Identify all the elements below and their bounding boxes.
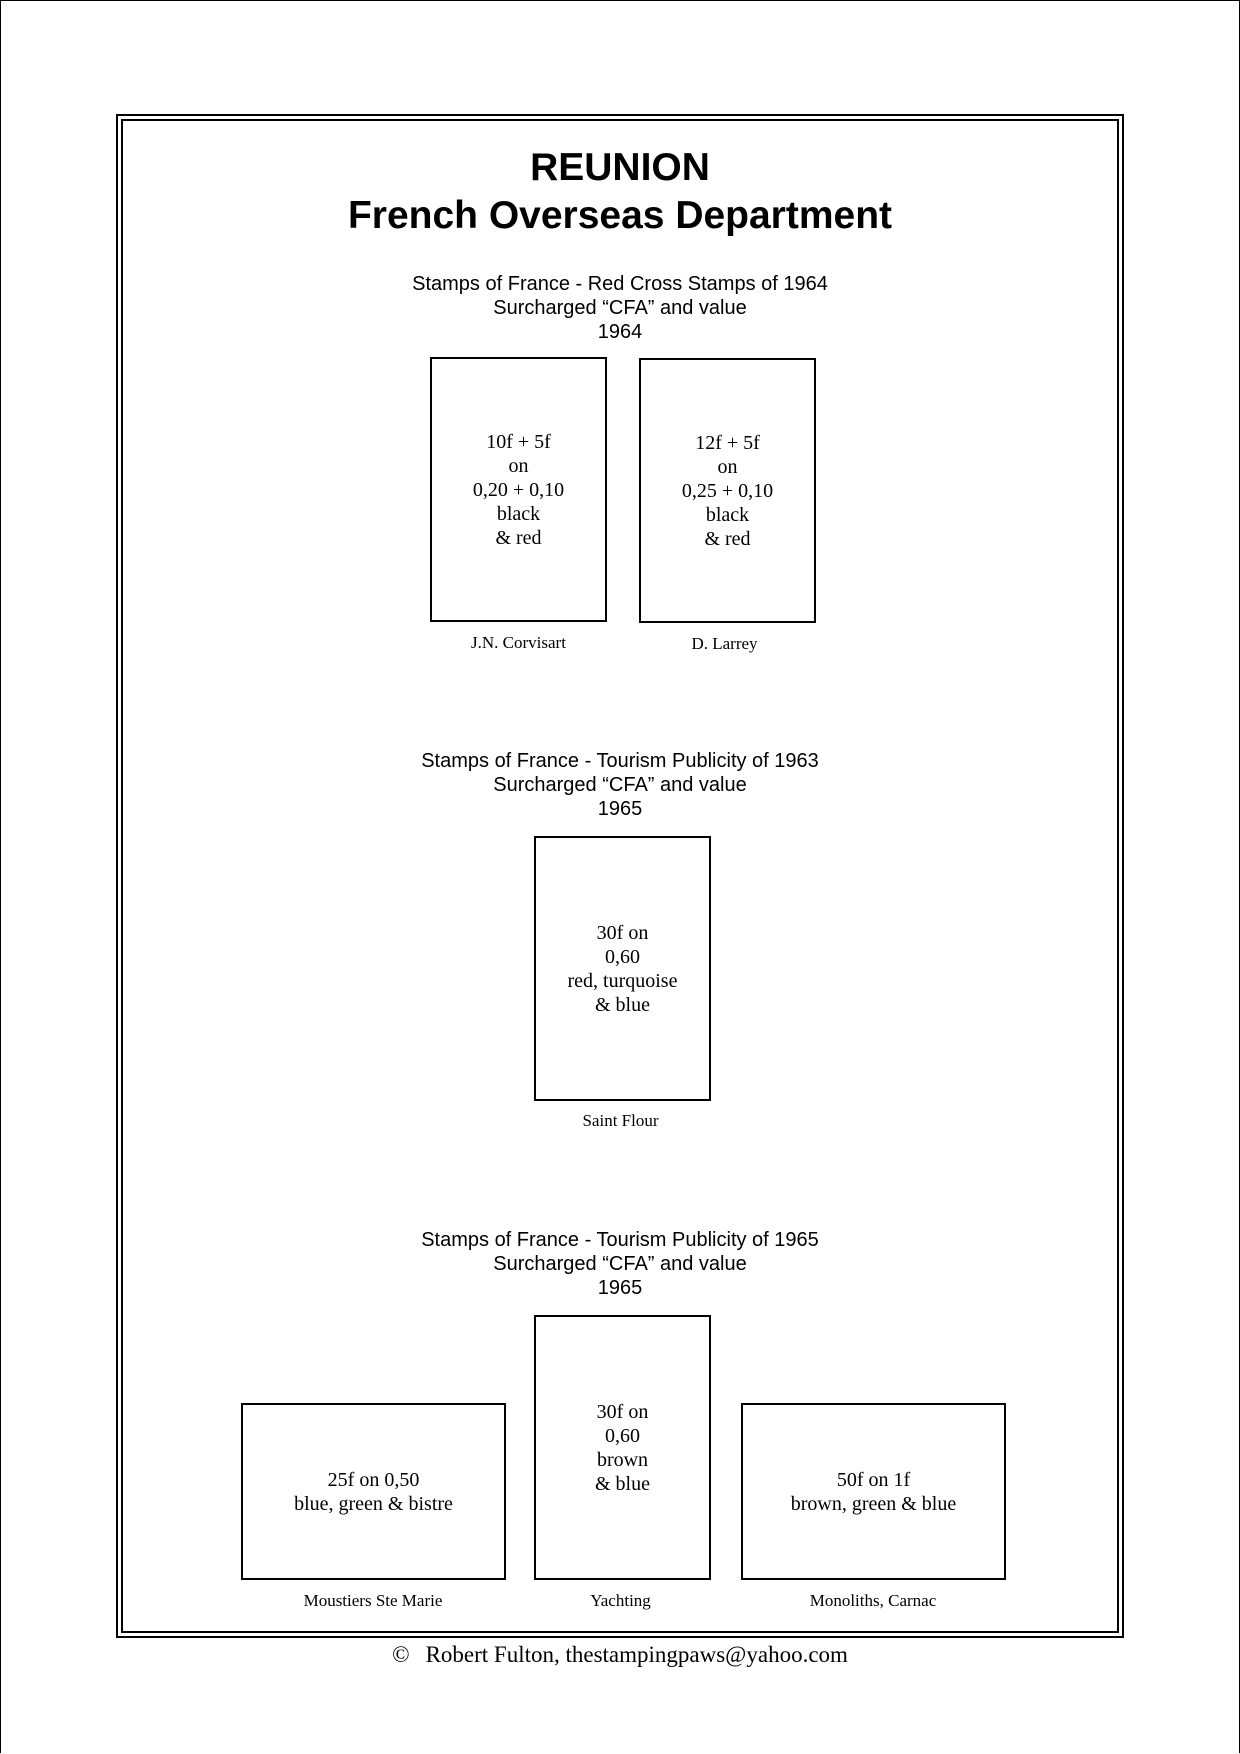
section-heading: Stamps of France - Tourism Publicity of … [421,1229,819,1251]
section-surcharge-note: Surcharged “CFA” and value [493,297,747,319]
stamp-description: 25f on 0,50 blue, green & bistre [294,1468,453,1515]
section-heading: Stamps of France - Red Cross Stamps of 1… [412,273,828,295]
stamp-space: 30f on 0,60 brown & blue [534,1315,711,1580]
stamp-space: 50f on 1f brown, green & blue [741,1403,1006,1580]
copyright-footer: © Robert Fulton, thestampingpaws@yahoo.co… [0,1641,1240,1669]
stamp-space: 30f on 0,60 red, turquoise & blue [534,836,711,1101]
album-frame-outer [116,114,1124,1638]
stamp-caption: Moustiers Ste Marie [303,1591,443,1610]
stamp-caption: Saint Flour [582,1111,659,1130]
album-frame-inner [121,119,1119,1633]
stamp-caption: Monoliths, Carnac [809,1591,937,1610]
stamp-space: 10f + 5f on 0,20 + 0,10 black & red [430,357,607,622]
page-title: REUNION [530,146,710,189]
stamp-description: 30f on 0,60 brown & blue [595,1400,650,1495]
copyright-text: Robert Fulton, thestampingpaws@yahoo.com [425,1642,848,1667]
section-year: 1965 [597,798,643,820]
stamp-description: 10f + 5f on 0,20 + 0,10 black & red [472,430,565,549]
stamp-space: 12f + 5f on 0,25 + 0,10 black & red [639,358,816,623]
stamp-caption: D. Larrey [691,634,758,653]
stamp-description: 50f on 1f brown, green & blue [790,1468,957,1515]
page-subtitle: French Overseas Department [347,194,893,237]
stamp-description: 12f + 5f on 0,25 + 0,10 black & red [681,431,774,550]
section-surcharge-note: Surcharged “CFA” and value [493,1253,747,1275]
stamp-description: 30f on 0,60 red, turquoise & blue [567,921,678,1016]
copyright-icon: © [392,1642,410,1667]
stamp-caption: J.N. Corvisart [471,633,566,652]
stamp-caption: Yachting [590,1591,651,1610]
section-year: 1965 [597,1277,643,1299]
section-heading: Stamps of France - Tourism Publicity of … [421,750,819,772]
section-year: 1964 [597,321,643,343]
section-surcharge-note: Surcharged “CFA” and value [493,774,747,796]
stamp-space: 25f on 0,50 blue, green & bistre [241,1403,506,1580]
